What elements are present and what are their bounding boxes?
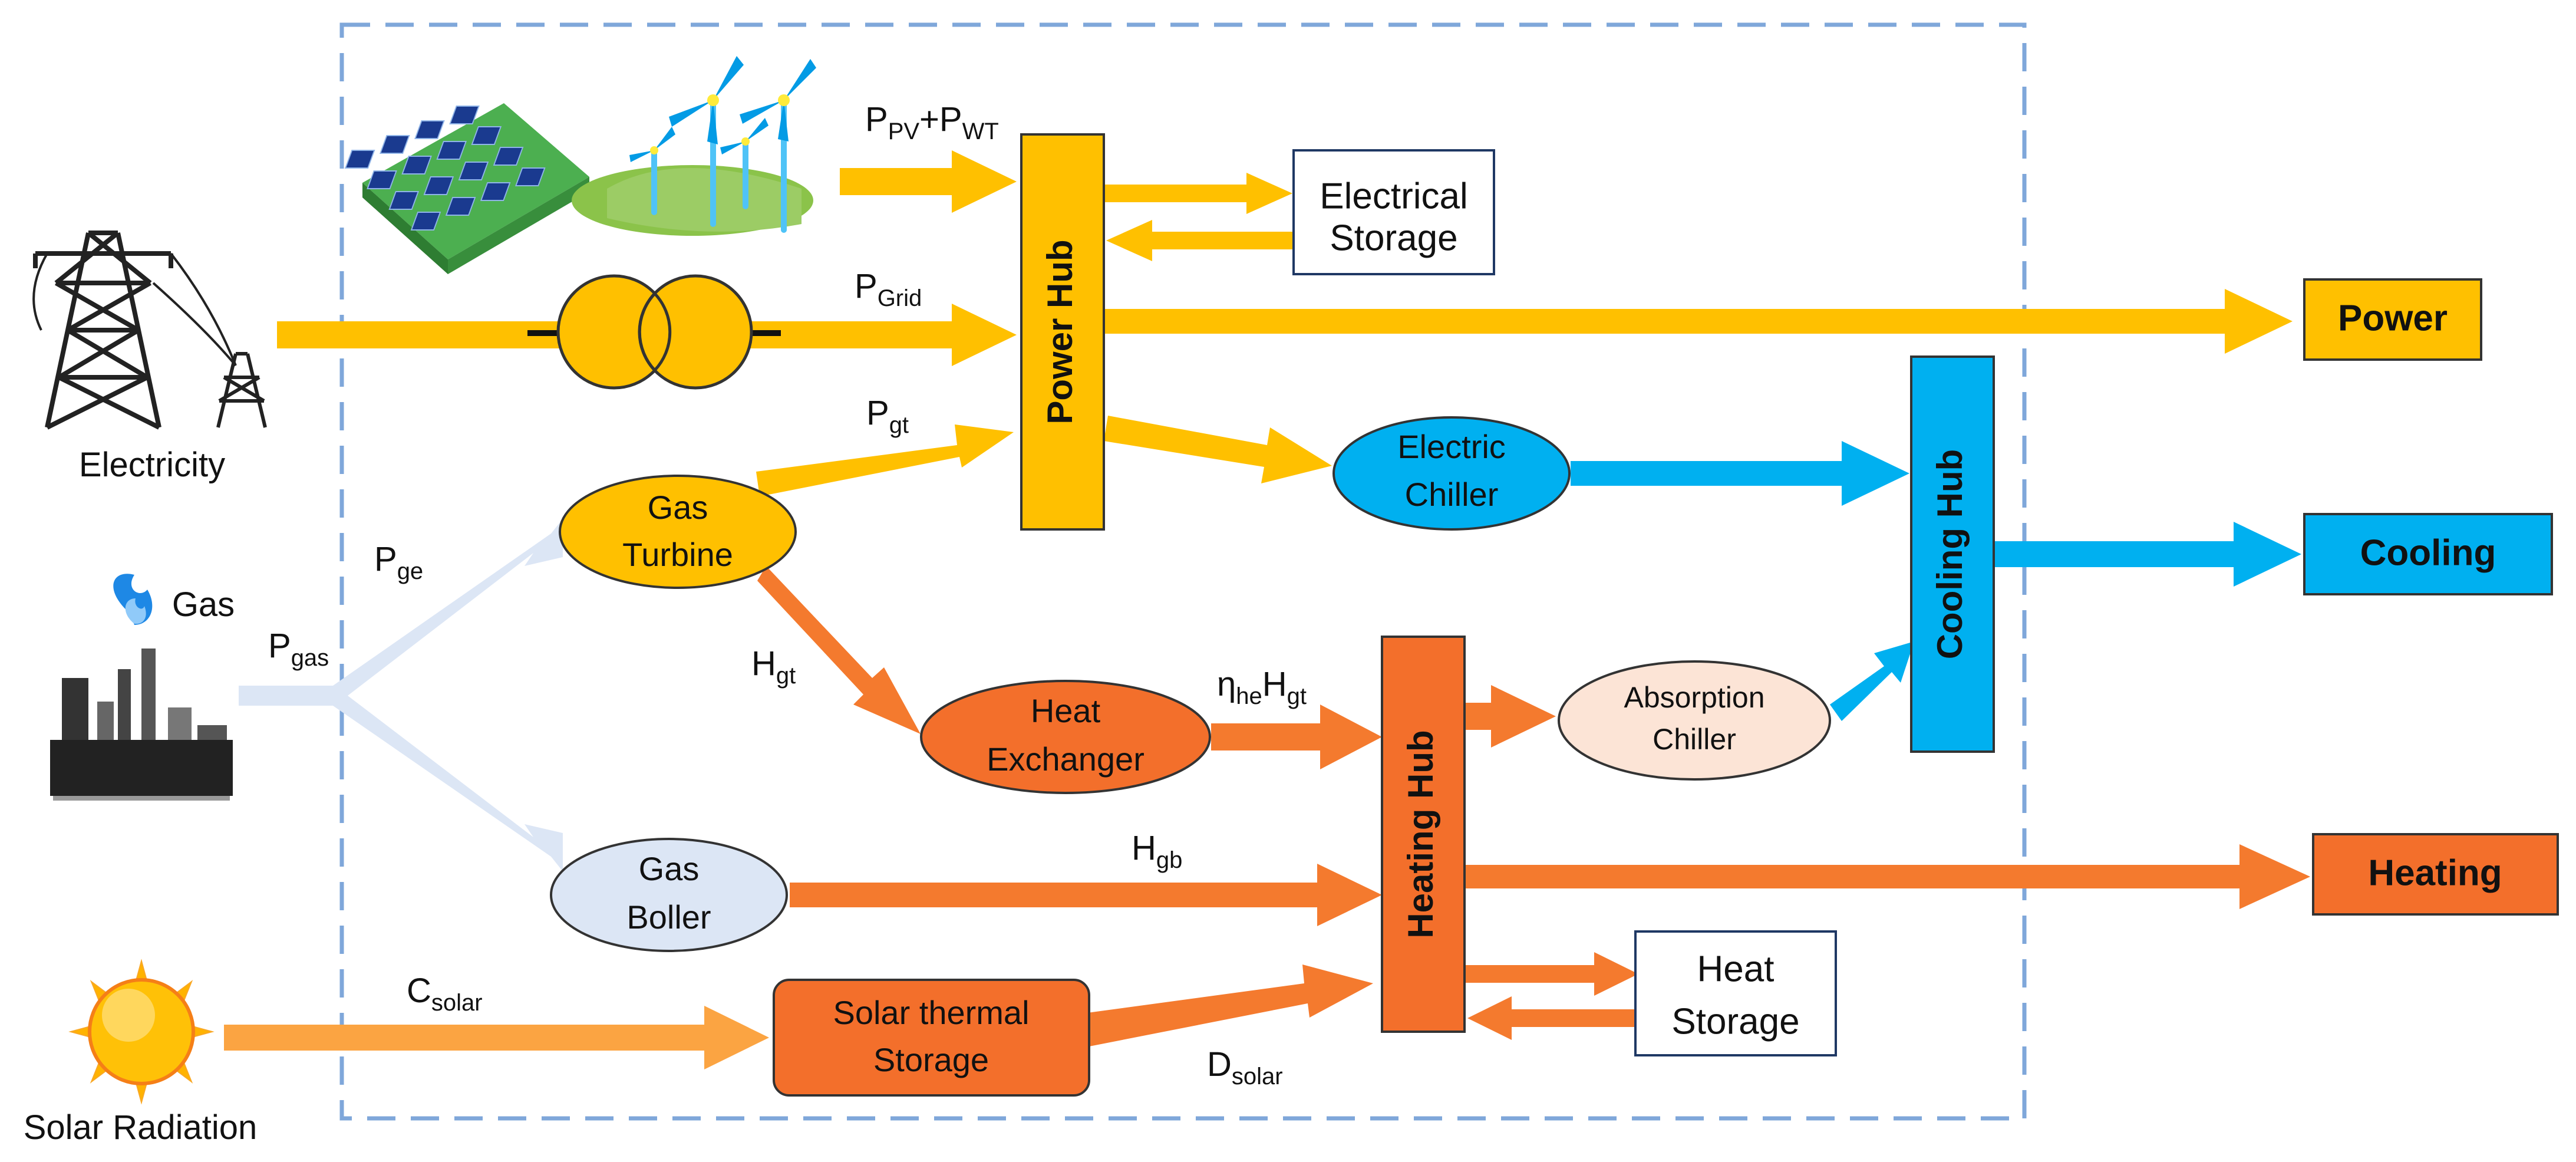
transmission-tower-icon [32,231,267,430]
heat-exchanger-line1: Heat [1031,692,1101,729]
gas-boiler-node [550,838,788,952]
electricity-label: Electricity [79,446,225,484]
csolar-arrow [224,1006,769,1069]
power-output-label: Power [2338,298,2448,338]
hgb-arrow [790,864,1382,926]
gas-turbine-node [559,475,797,589]
dsolar-label: Dsolar [1207,1045,1283,1089]
electrical-storage-line2: Storage [1330,218,1457,258]
solar-label: Solar Radiation [24,1108,258,1147]
pv-wt-arrow [840,150,1017,213]
grid-label: PGrid [855,267,922,311]
heating-hub-label: Heating Hub [1401,730,1440,938]
to-electrical-storage-arrow [1104,173,1292,214]
to-electric-chiller-arrow [1104,416,1332,483]
power-output-arrow [1104,289,2293,354]
sun-icon [68,959,215,1105]
gas-turbine-line2: Turbine [622,536,733,573]
heat-exchanger-node [920,680,1211,794]
heat-storage-line2: Storage [1671,1001,1799,1042]
pgt-arrow [756,424,1014,496]
pgas-label: Pgas [268,627,329,671]
hgt-label: Hgt [751,644,796,689]
gas-boiler-line2: Boller [626,898,711,936]
from-heat-storage-arrow [1467,996,1634,1040]
power-hub-label: Power Hub [1040,239,1080,424]
gas-supply-arrow [239,519,563,871]
solar-thermal-storage-line2: Storage [873,1041,989,1078]
cooling-output-box [2303,513,2553,595]
eta-hgt-arrow [1211,705,1382,769]
absorption-cooling-arrow [1830,641,1914,721]
eta-hgt-label: ηheHgt [1217,665,1307,709]
wind-turbine-icon [572,56,816,236]
cooling-hub [1910,355,1995,753]
heat-exchanger-line2: Exchanger [987,740,1144,778]
solar-thermal-storage-box [773,979,1090,1097]
gas-turbine-line1: Gas [648,489,708,526]
pge-label: Pge [374,540,423,584]
dsolar-arrow [1087,965,1373,1046]
electrical-storage-line1: Electrical [1320,176,1468,216]
hgb-label: Hgb [1132,829,1182,873]
electrical-storage-box [1292,149,1495,275]
gas-plant-icon [50,574,233,801]
heating-output-label: Heating [2368,852,2502,893]
electric-chiller-line2: Chiller [1405,476,1499,513]
to-absorption-chiller-arrow [1465,685,1556,748]
heating-output-arrow [1465,844,2310,909]
from-electrical-storage-arrow [1106,220,1292,261]
electric-chiller-node [1332,416,1571,531]
power-output-box [2303,278,2482,361]
hgt-arrow [757,566,921,734]
gas-boiler-line1: Gas [639,850,700,887]
electric-chiller-line1: Electric [1397,428,1506,465]
cooling-output-arrow [1994,522,2301,587]
cooling-hub-label: Cooling Hub [1930,449,1970,660]
heating-hub [1381,636,1466,1033]
to-heat-storage-arrow [1465,952,1638,996]
power-hub [1020,133,1105,531]
absorption-chiller-line1: Absorption [1624,681,1764,714]
solar-thermal-storage-line1: Solar thermal [833,994,1029,1031]
solar-panel-icon [344,103,589,274]
pgt-label: Pgt [866,394,909,438]
heating-output-box [2312,833,2559,916]
heat-storage-line1: Heat [1697,949,1774,989]
absorption-chiller-line2: Chiller [1653,723,1736,756]
heat-storage-box [1634,930,1837,1056]
transformer-icon [527,274,781,390]
cooling-output-label: Cooling [2360,532,2496,573]
absorption-chiller-node [1558,660,1831,781]
gas-label: Gas [172,585,235,624]
csolar-label: Csolar [407,972,483,1016]
electric-chiller-cooling-arrow [1571,441,1909,506]
pv-wt-label: PPV+PWT [865,100,999,144]
system-boundary [339,22,2027,1121]
